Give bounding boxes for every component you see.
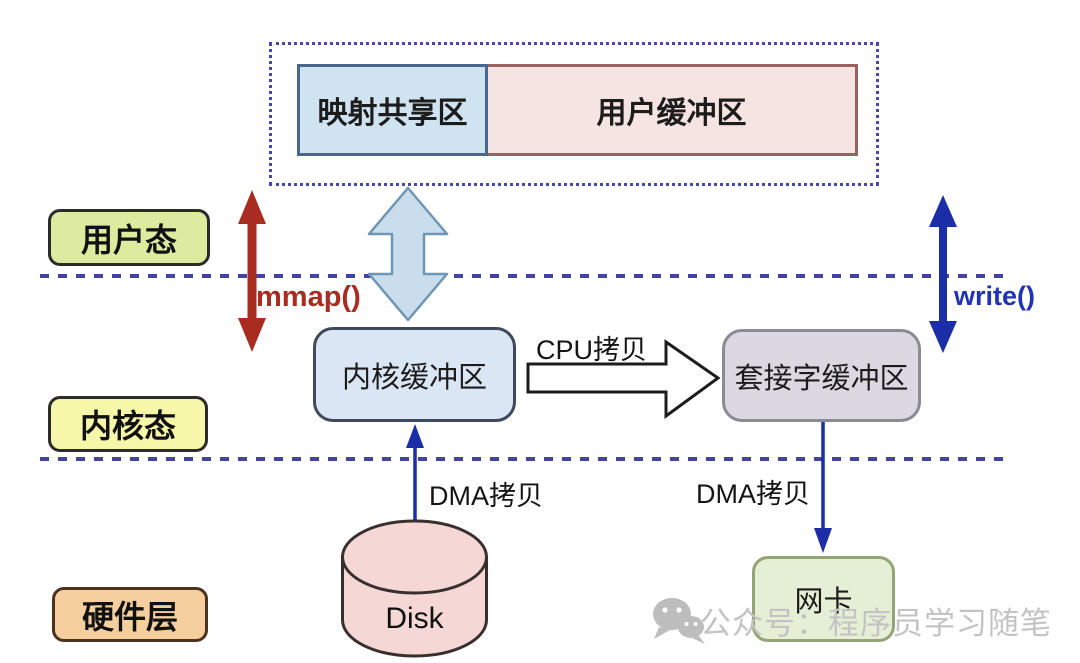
write-double-arrow-icon — [929, 195, 957, 353]
nic-node: 网卡 — [752, 556, 895, 642]
watermark-text: 公众号：程序员学习随笔 — [700, 606, 1052, 641]
mmap-mapping-fat-arrow-icon — [367, 186, 449, 322]
user-mode-label: 用户态 — [80, 221, 177, 258]
layer-kernel-mode: 内核态 — [48, 396, 208, 452]
layer-hardware: 硬件层 — [52, 587, 208, 642]
dma-nic-arrow-icon — [814, 422, 832, 553]
cpu-copy-block-arrow-icon — [526, 339, 721, 419]
wechat-icon — [653, 598, 705, 644]
dma-copy-disk-label: DMA拷贝 — [429, 481, 543, 511]
layer-user-mode: 用户态 — [48, 209, 210, 266]
kernel-mode-label: 内核态 — [79, 408, 176, 444]
hardware-layer-label: 硬件层 — [81, 598, 178, 635]
write-label: write() — [954, 281, 1035, 311]
disk-label: Disk — [385, 602, 444, 635]
disk-cylinder-icon — [341, 519, 488, 658]
user-buffer-label: 用户缓冲区 — [596, 97, 747, 130]
nic-label: 网卡 — [794, 586, 853, 618]
kernel-buffer-node: 内核缓冲区 — [313, 327, 516, 422]
cpu-copy-label: CPU拷贝 — [536, 335, 648, 365]
dma-disk-arrow-icon — [406, 424, 424, 522]
socket-buffer-node: 套接字缓冲区 — [722, 329, 921, 422]
mapped-shared-region-box: 映射共享区 — [297, 64, 488, 156]
mmap-double-arrow-icon — [238, 190, 266, 352]
user-buffer-box: 用户缓冲区 — [488, 64, 858, 156]
socket-buffer-label: 套接字缓冲区 — [734, 362, 909, 395]
user-space-dotted-frame — [269, 42, 879, 186]
user-kernel-boundary-line — [40, 274, 1008, 278]
dma-copy-nic-label: DMA拷贝 — [696, 479, 810, 509]
kernel-hardware-boundary-line — [40, 457, 1008, 461]
mmap-label: mmap() — [256, 281, 361, 313]
kernel-buffer-label: 内核缓冲区 — [341, 361, 487, 394]
mapped-shared-region-label: 映射共享区 — [317, 97, 468, 130]
